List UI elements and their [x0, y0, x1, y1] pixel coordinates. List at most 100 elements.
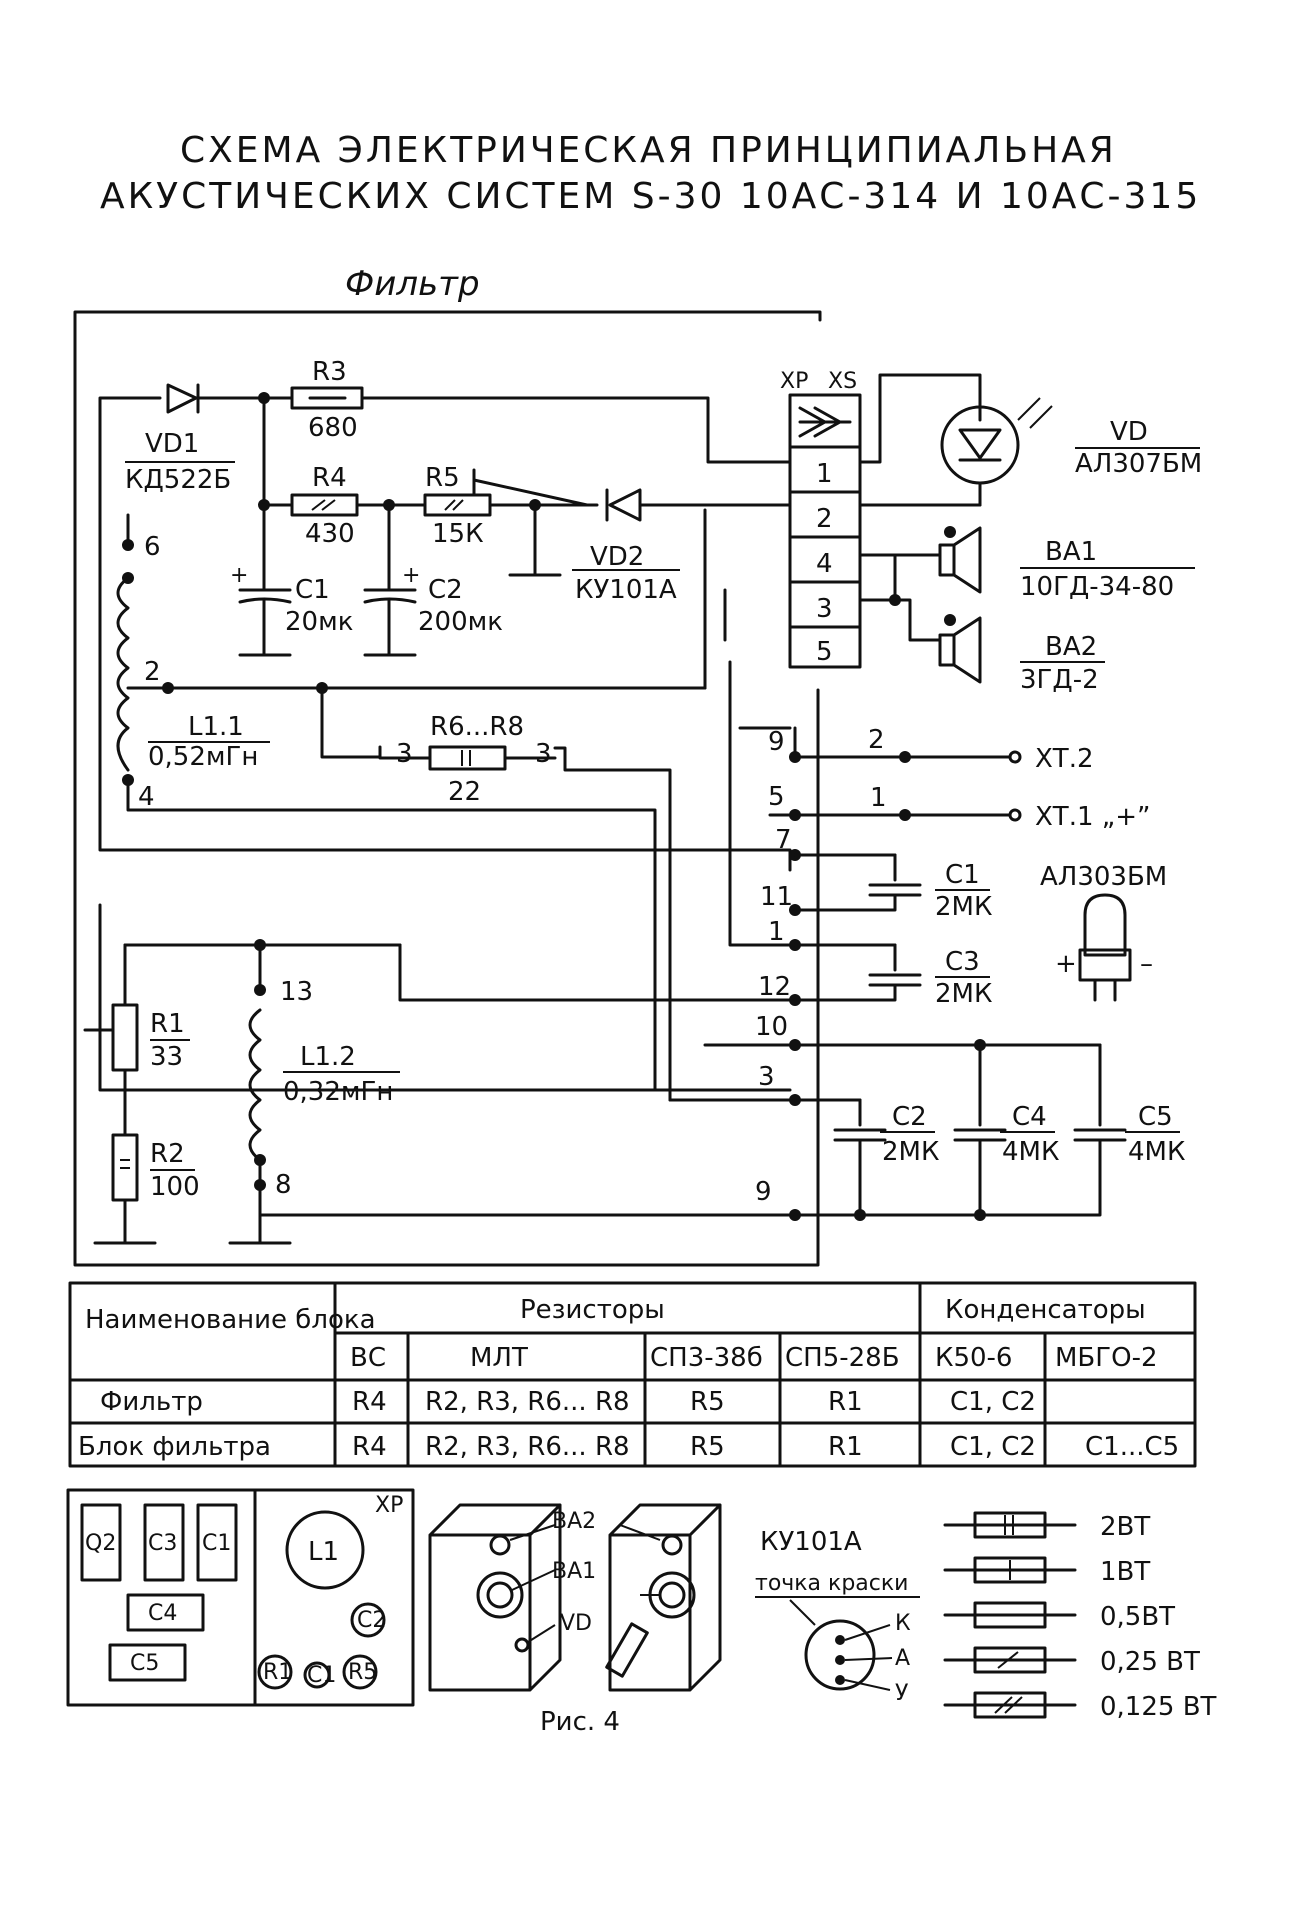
r5-value: 15К [432, 519, 484, 549]
board-c5: C5 [130, 1651, 159, 1676]
l12-ref: L1.2 [300, 1042, 356, 1072]
cabinet-drawing: ВА2 ВА1 VD Рис. 4 [428, 1503, 722, 1737]
board-c4: C4 [148, 1601, 177, 1626]
table-r1-c4: R1 [828, 1432, 863, 1462]
node-8: 8 [275, 1170, 292, 1200]
power-legend: 2ВТ 1ВТ 0,5ВТ 0,25 ВТ 0,125 ВТ [943, 1511, 1217, 1722]
node-2: 2 [144, 657, 161, 687]
ba1-ref: ВА1 [1045, 537, 1097, 567]
l12-inductor [248, 1008, 262, 1162]
led-vd [858, 373, 1053, 507]
c2-value: 200мк [418, 607, 503, 637]
c1b-ref: C1 [945, 860, 980, 890]
board-l1: L1 [308, 1537, 339, 1567]
r5-ref: R5 [425, 463, 460, 493]
speaker-ba2 [723, 553, 982, 684]
power-025w: 0,25 ВТ [1100, 1647, 1200, 1677]
r6r8-lead-b: 3 [535, 739, 552, 769]
r6r8-value: 22 [448, 777, 481, 807]
pin-5a: 5 [768, 782, 785, 812]
vd2-value: КУ101А [575, 575, 677, 605]
board-q2: Q2 [85, 1531, 116, 1556]
r1-ref: R1 [150, 1009, 185, 1039]
c2b-value: 2МК [882, 1137, 939, 1167]
filter-block-outline [73, 310, 822, 1267]
r6r8-resistor [428, 745, 507, 771]
table-r1-c0: Блок фильтра [78, 1432, 271, 1462]
c5b-ref: C5 [1138, 1102, 1173, 1132]
xt2-label: ХТ.2 [1035, 744, 1094, 774]
components-table: Наименование блока Резисторы Конденсатор… [68, 1281, 1197, 1468]
pin-9b: 9 [755, 1177, 772, 1207]
pin-5: 5 [816, 637, 833, 667]
power-05w: 0,5ВТ [1100, 1602, 1175, 1632]
table-r0-c5: C1, C2 [950, 1387, 1036, 1417]
xt2-pin: 2 [868, 725, 885, 755]
r6r8-ref: R6...R8 [430, 712, 524, 742]
board-c1: C1 [202, 1531, 231, 1556]
board-layout: Q2 C3 C1 C4 C5 L1 XP C2 R1 C1 R5 [66, 1488, 415, 1707]
thyristor-pin-a: А [895, 1646, 910, 1671]
node-4: 4 [138, 782, 155, 812]
table-sub-5: МБГО-2 [1055, 1343, 1158, 1373]
c1-ref: C1 [295, 575, 330, 605]
xs-label: XS [828, 369, 857, 394]
c2b-ref: C2 [892, 1102, 927, 1132]
table-r1-c6: C1...C5 [1085, 1432, 1179, 1462]
table-r0-c0: Фильтр [100, 1387, 203, 1417]
led-al303bm: + – [1055, 893, 1153, 1002]
table-r1-c3: R5 [690, 1432, 725, 1462]
vd1-diode-symbol [166, 383, 200, 414]
cabinet-ba2: ВА2 [552, 1509, 596, 1534]
r6r8-lead-a: 3 [396, 739, 413, 769]
c4b-value: 4МК [1002, 1137, 1059, 1167]
power-1w: 1ВТ [1100, 1557, 1150, 1587]
table-group-resistors: Резисторы [520, 1295, 665, 1325]
board-c2: C2 [357, 1608, 386, 1633]
led-label: АЛ303БМ [1040, 862, 1167, 892]
r3-value: 680 [308, 413, 358, 443]
ba2-ref: ВА2 [1045, 632, 1097, 662]
c1-value: 20мк [285, 607, 353, 637]
title-line-1: СХЕМА ЭЛЕКТРИЧЕСКАЯ ПРИНЦИПИАЛЬНАЯ [180, 130, 1117, 171]
table-r1-c5: C1, C2 [950, 1432, 1036, 1462]
r1-value: 33 [150, 1042, 183, 1072]
xt1-label: ХТ.1 „+” [1035, 802, 1151, 832]
l11-value: 0,52мГн [148, 742, 258, 772]
ba2-value: 3ГД-2 [1020, 665, 1099, 695]
svg-text:+: + [230, 563, 248, 588]
filter-label: Фильтр [345, 264, 480, 304]
pin-2: 2 [816, 504, 833, 534]
ba1-value: 10ГД-34-80 [1020, 572, 1174, 602]
vd2-thyristor-symbol [605, 488, 642, 522]
terminal-strip [703, 660, 1127, 1221]
pin-1: 1 [816, 459, 833, 489]
r4-ref: R4 [312, 463, 347, 493]
c3b-ref: C3 [945, 947, 980, 977]
vd2-ref: VD2 [590, 542, 644, 572]
table-r0-c1: R4 [352, 1387, 387, 1417]
vd1-ref: VD1 [145, 429, 199, 459]
table-r0-c3: R5 [690, 1387, 725, 1417]
pin-10: 10 [755, 1012, 788, 1042]
board-c1b: C1 [307, 1663, 336, 1688]
table-r0-c4: R1 [828, 1387, 863, 1417]
svg-text:+: + [402, 563, 420, 588]
c2-ref: C2 [428, 575, 463, 605]
r2-ref: R2 [150, 1139, 185, 1169]
r2-value: 100 [150, 1172, 200, 1202]
pin-3: 3 [816, 594, 833, 624]
pin-4: 4 [816, 549, 833, 579]
c3b-value: 2МК [935, 979, 992, 1009]
l11-ref: L1.1 [188, 712, 244, 742]
r1-resistor [111, 1003, 139, 1072]
c5b-value: 4МК [1128, 1137, 1185, 1167]
pin-11: 11 [760, 882, 793, 912]
r6-r8-wiring [126, 682, 792, 1102]
vd1-value: КД522Б [125, 465, 231, 495]
speaker-ba1 [858, 526, 982, 642]
table-r1-c1: R4 [352, 1432, 387, 1462]
l12-value: 0,32мГн [283, 1077, 393, 1107]
table-sub-1: МЛТ [470, 1343, 528, 1373]
